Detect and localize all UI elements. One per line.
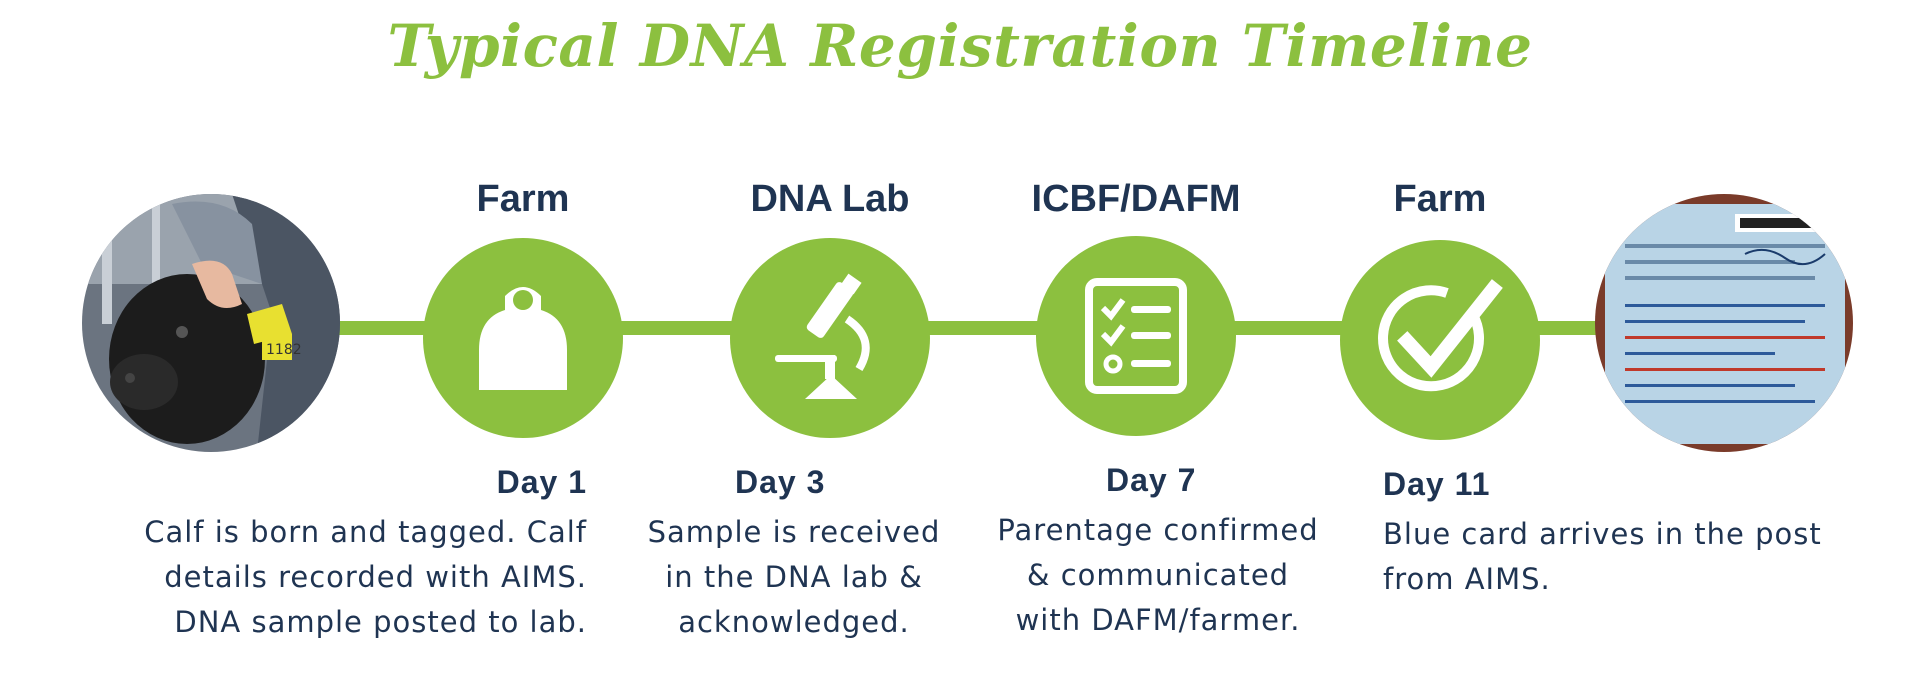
page-title: Typical DNA Registration Timeline <box>387 12 1533 80</box>
stage-label-dna-lab: DNA Lab <box>750 178 910 220</box>
step-description-3: Parentage confirmed & communicated with … <box>978 508 1338 643</box>
stage-circle-farm-2 <box>1340 240 1540 440</box>
step-1-line: Calf is born and tagged. Calf <box>144 515 587 549</box>
step-description-2: Sample is received in the DNA lab & ackn… <box>626 510 962 645</box>
step-3-line: Parentage confirmed <box>997 513 1319 547</box>
step-4-line: Blue card arrives in the post <box>1383 517 1822 551</box>
step-4-line: from AIMS. <box>1383 562 1551 596</box>
checklist-icon <box>1085 278 1187 394</box>
calf-photo: 1182 <box>82 194 340 452</box>
step-3-line: & communicated <box>1026 558 1290 592</box>
step-day-3: Day 3 <box>735 464 826 500</box>
step-1-line: details recorded with AIMS. <box>164 560 587 594</box>
ear-tag-icon <box>479 287 567 390</box>
microscope-icon <box>775 273 870 399</box>
blue-card-photo <box>1595 194 1853 452</box>
stage-circle-icbf-dafm <box>1036 236 1236 436</box>
check-circle-icon <box>1378 279 1503 392</box>
stage-label-farm-1: Farm <box>476 178 570 220</box>
step-description-4: Blue card arrives in the post from AIMS. <box>1383 512 1822 602</box>
stage-circle-dna-lab <box>730 238 930 438</box>
step-day-1: Day 1 <box>496 464 587 500</box>
stage-label-icbf-dafm: ICBF/DAFM <box>1031 178 1241 220</box>
step-2-line: acknowledged. <box>678 605 910 639</box>
step-description-1: Calf is born and tagged. Calf details re… <box>144 510 587 645</box>
step-3-line: with DAFM/farmer. <box>1015 603 1301 637</box>
step-2-line: Sample is received <box>647 515 941 549</box>
step-day-11: Day 11 <box>1383 466 1491 502</box>
svg-text:1182: 1182 <box>266 342 302 358</box>
step-day-7: Day 7 <box>1106 462 1197 498</box>
step-1-line: DNA sample posted to lab. <box>174 605 587 639</box>
stage-label-farm-2: Farm <box>1393 178 1487 220</box>
stage-circle-farm-1 <box>423 238 623 438</box>
step-2-line: in the DNA lab & <box>665 560 923 594</box>
